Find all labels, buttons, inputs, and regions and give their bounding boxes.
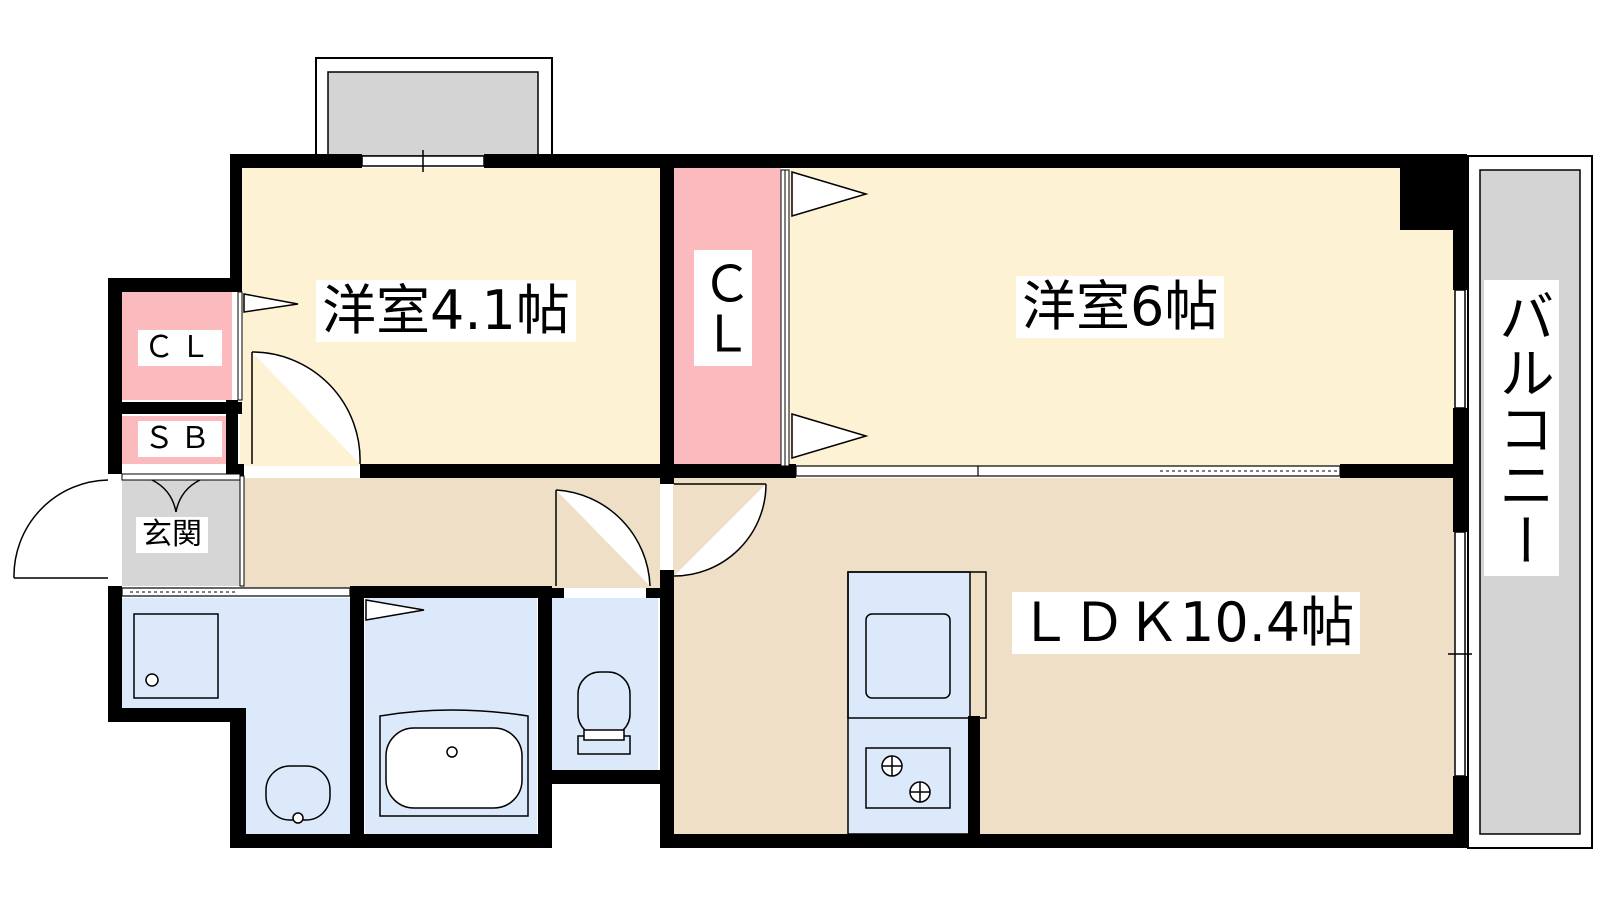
western-room-small-label: 洋室4.1帖 bbox=[316, 280, 576, 342]
closet-center-label: ＣＬ bbox=[694, 250, 752, 366]
entrance-label: 玄関 bbox=[136, 517, 208, 553]
western-room-large-label: 洋室6帖 bbox=[1016, 276, 1225, 338]
doors bbox=[13, 351, 767, 587]
closet-small-label: ＣＬ bbox=[138, 330, 222, 366]
ldk-label: ＬＤＫ10.4帖 bbox=[1012, 592, 1361, 654]
ldk-room bbox=[673, 478, 1457, 834]
windows bbox=[121, 150, 1472, 777]
walls bbox=[108, 154, 1467, 848]
door-markers bbox=[243, 170, 869, 621]
hallway bbox=[240, 478, 660, 588]
balcony-label: バルコニー bbox=[1484, 280, 1560, 576]
north-bay bbox=[315, 57, 553, 157]
shoe-box-label: ＳＢ bbox=[138, 421, 222, 457]
fixtures bbox=[133, 571, 987, 824]
